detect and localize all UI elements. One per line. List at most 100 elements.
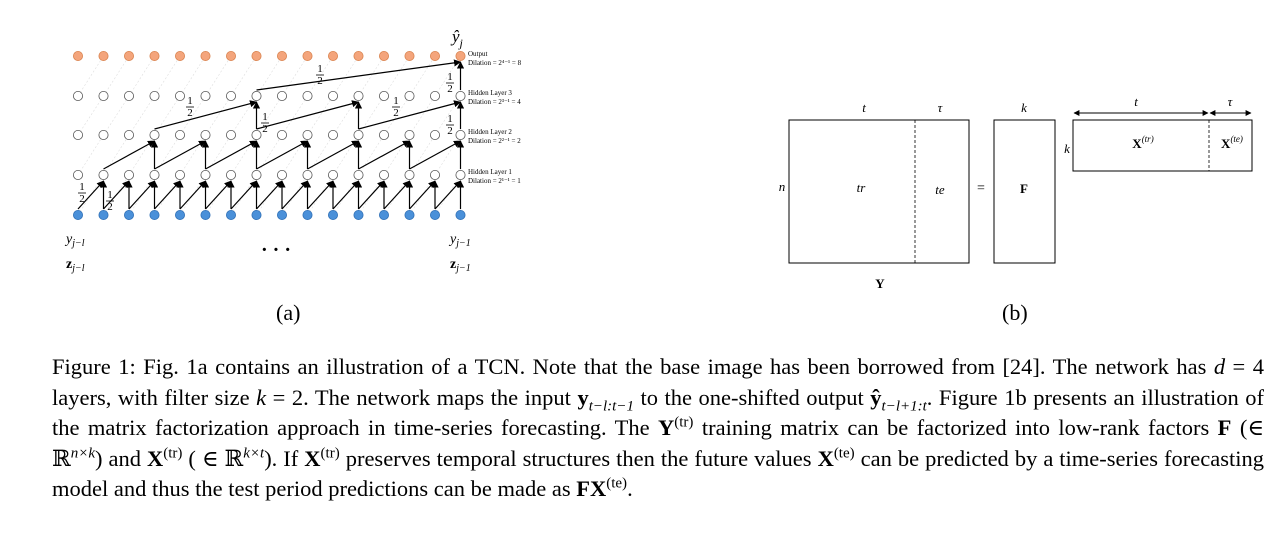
connection-arrow <box>179 180 206 210</box>
subfigure-a-label: (a) <box>276 300 301 325</box>
hidden-node <box>149 129 160 140</box>
hidden-node <box>327 129 338 140</box>
connection-arrow <box>383 180 410 210</box>
input-node <box>276 209 287 220</box>
input-node <box>455 209 466 220</box>
figure-caption: Figure 1: Fig. 1a contains an illustrati… <box>52 354 1264 501</box>
faint-connection <box>77 134 104 176</box>
hidden-node <box>378 129 389 140</box>
layer-hidden3-name: Hidden Layer 3 <box>468 89 512 97</box>
connection-arrow <box>281 180 308 210</box>
half-label-5: 12 <box>392 95 400 119</box>
svg-text:1: 1 <box>317 63 323 75</box>
output-node <box>149 51 160 62</box>
layer-hidden3-dilation: Dilation = 2³⁻¹ = 4 <box>468 98 521 106</box>
input-node <box>225 209 236 220</box>
connection-arrow <box>77 180 104 210</box>
faint-connection <box>230 134 257 176</box>
faint-connection <box>77 95 104 136</box>
hidden-node <box>174 91 185 102</box>
hidden-node <box>251 129 262 140</box>
output-node <box>251 51 262 62</box>
faint-connection <box>281 95 308 136</box>
output-node <box>174 51 185 62</box>
hidden-node <box>455 169 466 180</box>
faint-connection <box>358 134 385 176</box>
half-label-3: 12 <box>186 95 194 119</box>
hidden-node <box>225 129 236 140</box>
y-left-label: yj−l <box>64 232 85 249</box>
connection-arrow <box>103 140 156 170</box>
half-label-8: 12 <box>106 189 114 213</box>
input-node <box>124 209 135 220</box>
faint-connection <box>154 55 181 97</box>
svg-text:2: 2 <box>393 107 399 119</box>
svg-text:1: 1 <box>393 95 399 107</box>
layer-output-name: Output <box>468 50 488 58</box>
hidden-node <box>327 91 338 102</box>
hidden-node <box>124 91 135 102</box>
y-tau-label: τ <box>938 100 944 115</box>
hidden-node <box>98 169 109 180</box>
faint-connection <box>409 95 436 136</box>
input-node <box>378 209 389 220</box>
hidden-node <box>353 91 364 102</box>
output-node <box>378 51 389 62</box>
faint-connection <box>256 134 283 176</box>
input-node <box>73 209 84 220</box>
faint-connection <box>230 55 257 97</box>
output-node <box>73 51 84 62</box>
hidden-node <box>124 169 135 180</box>
output-node <box>98 51 109 62</box>
faint-connection <box>128 55 155 97</box>
faint-connection <box>179 95 206 136</box>
tcn-diagram: ŷj Output Dilation = 2⁴⁻¹ = 8 Hidden Lay… <box>64 27 522 274</box>
faint-connection <box>103 134 130 176</box>
faint-connection <box>179 55 206 97</box>
faint-connection <box>154 95 181 136</box>
x-tr-label: X(tr) <box>1132 134 1153 151</box>
hidden-node <box>200 169 211 180</box>
hidden-node <box>251 169 262 180</box>
connection-arrow <box>358 180 385 210</box>
connection-arrow <box>434 180 461 210</box>
connection-arrow <box>103 180 130 210</box>
faint-connection <box>307 95 334 136</box>
faint-connection <box>179 134 206 176</box>
output-node <box>429 51 440 62</box>
faint-connection <box>205 134 232 176</box>
faint-connection <box>409 55 436 97</box>
hidden-node <box>353 169 364 180</box>
half-label-6: 12 <box>446 113 454 137</box>
hidden-node <box>174 169 185 180</box>
input-node <box>251 209 262 220</box>
half-label-1: 12 <box>316 63 324 87</box>
z-right-label: zj−1 <box>450 257 471 274</box>
connection-arrow <box>154 140 207 170</box>
faint-connection <box>434 134 461 176</box>
hidden-node <box>225 169 236 180</box>
hidden-node <box>404 91 415 102</box>
svg-text:2: 2 <box>447 83 453 95</box>
y-matrix-label: Y <box>875 276 885 291</box>
faint-connection <box>103 95 130 136</box>
z-left-label: zj−l <box>66 257 85 274</box>
hidden-node <box>353 129 364 140</box>
hidden-node <box>174 129 185 140</box>
hidden-node <box>455 129 466 140</box>
output-node <box>225 51 236 62</box>
hidden-node <box>327 169 338 180</box>
equals-sign: = <box>977 181 985 196</box>
hidden-node <box>149 169 160 180</box>
faint-connection <box>128 95 155 136</box>
faint-connection <box>332 95 359 136</box>
hidden-node <box>124 129 135 140</box>
faint-connection <box>307 134 334 176</box>
hidden-node <box>378 169 389 180</box>
faint-connection <box>103 55 130 97</box>
hidden-node <box>302 129 313 140</box>
hidden-node <box>251 91 262 102</box>
connection-arrow <box>358 140 411 170</box>
svg-text:1: 1 <box>447 113 453 125</box>
faint-connection <box>281 134 308 176</box>
